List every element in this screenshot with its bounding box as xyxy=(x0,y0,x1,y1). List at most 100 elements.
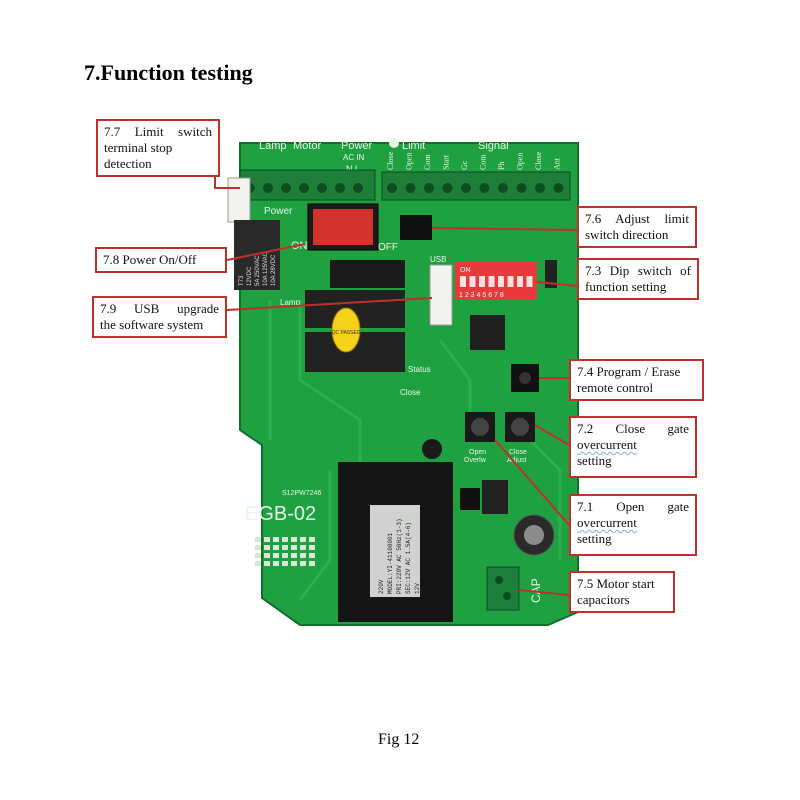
callout-text: 7.8 Power On/Off xyxy=(103,252,197,267)
relay-text-line: T73 xyxy=(239,275,245,286)
capacitor-small xyxy=(422,439,442,459)
terminal-screw xyxy=(535,183,545,193)
pad xyxy=(300,561,306,566)
figure-caption: Fig 12 xyxy=(378,731,420,748)
callout-text: 7.5 Motor start xyxy=(577,576,655,591)
pad xyxy=(264,561,270,566)
model-silk: EGB-02 xyxy=(245,503,316,525)
usb-silk: USB xyxy=(430,255,446,264)
terminal-screw xyxy=(353,183,363,193)
terminal-label: Gc xyxy=(460,160,469,170)
pad xyxy=(282,561,288,566)
pad xyxy=(273,537,279,542)
terminal-screw xyxy=(263,183,273,193)
usb-connector xyxy=(429,264,453,326)
pot-close-label: Close xyxy=(509,449,527,456)
dip-numbers: 1 2 3 4 5 6 7 8 xyxy=(459,292,504,299)
header-label-motor: Motor xyxy=(293,140,321,152)
callout-text: capacitors xyxy=(577,592,630,607)
callout-limit-switch: 7.7 Limit switch terminal stop detection xyxy=(96,119,220,177)
callout-text: remote control xyxy=(577,380,654,395)
callout-usb: 7.9 USB upgrade the software system xyxy=(92,296,227,338)
callout-leaders xyxy=(214,150,578,596)
pad xyxy=(300,537,306,542)
terminal-screw xyxy=(479,183,490,193)
qc-sticker xyxy=(331,307,361,353)
header-label-power: Power xyxy=(341,140,373,152)
regulator xyxy=(330,260,405,288)
terminal-screw xyxy=(498,183,508,193)
pad xyxy=(264,537,270,542)
pad xyxy=(273,561,279,566)
callout-text: setting xyxy=(577,531,612,546)
relay-text-line: 12VDC xyxy=(247,266,253,286)
pad xyxy=(282,545,288,550)
mosfet xyxy=(482,480,508,514)
terminal-screw xyxy=(317,183,327,193)
callout-text: 7.2 Close gate xyxy=(577,421,689,436)
pad xyxy=(264,545,270,550)
dip-key xyxy=(517,276,523,287)
pad xyxy=(291,561,297,566)
callout-text: the software system xyxy=(100,317,204,332)
limit-direction-jumper xyxy=(400,215,432,240)
header-label-signal: Signal xyxy=(478,140,509,152)
terminal-screw xyxy=(335,183,345,193)
dip-key xyxy=(479,276,485,287)
transformer-text-line: MODEL:YI-41100001 xyxy=(387,532,394,594)
lamp-silk: Lamp xyxy=(280,298,301,307)
callout-dip-switch: 7.3 Dip switch of function setting xyxy=(577,258,699,300)
terminal-label: Start xyxy=(442,154,451,170)
pad xyxy=(273,553,279,558)
callout-close-overcurrent: 7.2 Close gate overcurrent setting xyxy=(569,416,697,478)
callout-text: 7.9 USB upgrade xyxy=(100,301,219,316)
terminal-label: Ant xyxy=(553,157,562,170)
qc-label: QC PASSED xyxy=(332,330,361,336)
pad xyxy=(273,545,279,550)
callout-text: 7.1 Open gate xyxy=(577,499,689,514)
callout-power-switch: 7.8 Power On/Off xyxy=(95,247,227,273)
dip-key xyxy=(507,276,514,287)
dip-key xyxy=(498,276,504,287)
callout-text: 7.7 Limit switch xyxy=(104,124,212,139)
status-silk: Status xyxy=(408,365,431,374)
ac-in-label: AC IN xyxy=(343,153,365,162)
callout-open-overcurrent: 7.1 Open gate overcurrent setting xyxy=(569,494,697,556)
dip-key xyxy=(526,276,533,287)
pad xyxy=(309,545,315,550)
callout-text: 7.4 Program / Erase xyxy=(577,364,681,379)
terminal-label: Open xyxy=(516,153,525,170)
pot-close-sub: Adjust xyxy=(507,457,527,464)
pad xyxy=(264,553,270,558)
close-silk: Close xyxy=(400,388,421,397)
pad xyxy=(309,553,315,558)
relay-text-line: 10A 28VDC xyxy=(271,254,277,286)
pad xyxy=(255,537,261,542)
dip-switch-keys xyxy=(460,276,533,287)
terminal-label: Close xyxy=(386,151,395,170)
terminal-label: Com xyxy=(423,154,432,170)
callout-text: switch direction xyxy=(585,227,669,242)
terminal-screw xyxy=(553,183,564,193)
callout-text: function setting xyxy=(585,279,667,294)
pad-grid xyxy=(255,537,315,566)
callout-text: 7.6 Adjust limit xyxy=(585,211,689,226)
transformer-text-line: 220V xyxy=(378,579,385,594)
pot-open-sub: Overlw xyxy=(464,457,487,464)
terminal-label: Com xyxy=(479,154,488,170)
callout-text: setting xyxy=(577,453,612,468)
transformer-text-line: SEC:12V AC 1.5A(4-6) xyxy=(405,522,412,594)
pad xyxy=(255,561,261,566)
callout-limit-direction: 7.6 Adjust limit switch direction xyxy=(577,206,697,248)
pad xyxy=(300,553,306,558)
pad xyxy=(291,553,297,558)
terminal-label: Close xyxy=(534,151,543,170)
terminal-screw xyxy=(299,183,309,193)
transformer-label xyxy=(370,505,420,597)
transformer-text-line: 12V xyxy=(414,583,421,594)
pad xyxy=(255,545,261,550)
pad xyxy=(291,545,297,550)
